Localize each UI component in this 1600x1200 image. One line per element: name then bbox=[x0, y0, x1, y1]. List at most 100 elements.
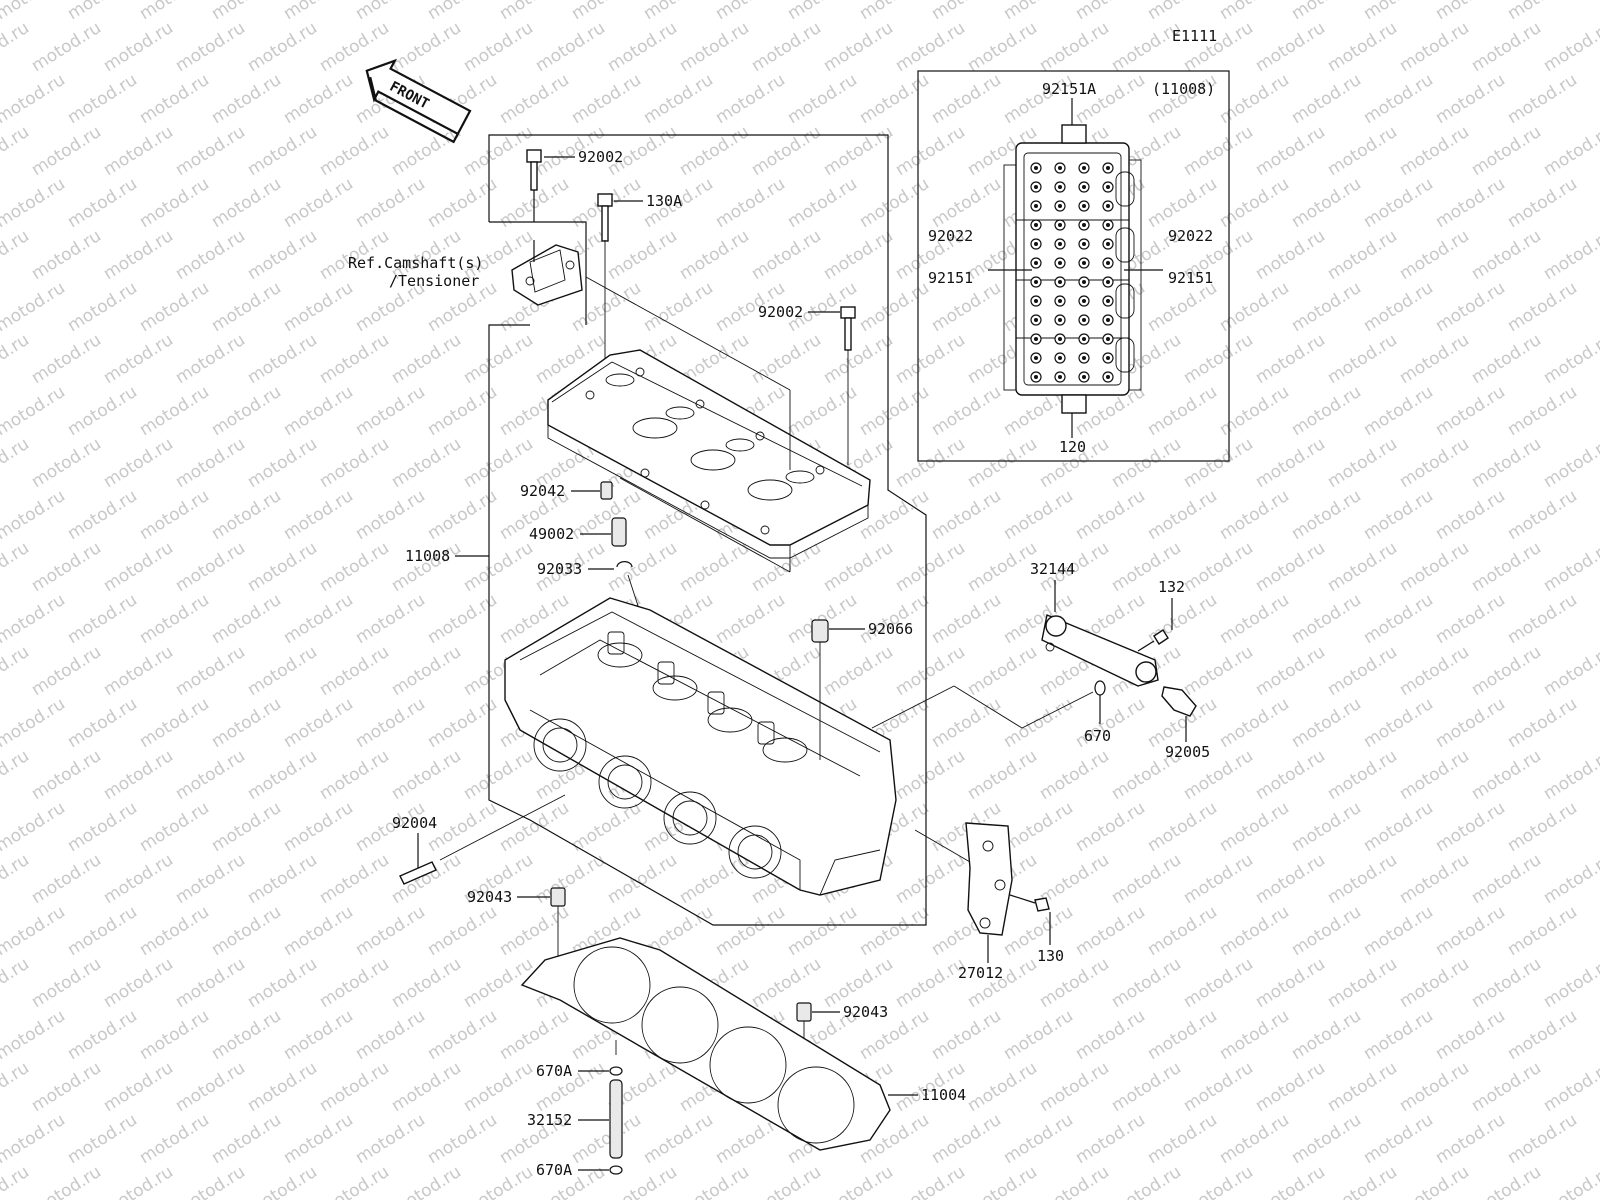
inset-bolt-center bbox=[1058, 318, 1062, 322]
label-92043-right: 92043 bbox=[843, 1003, 888, 1021]
watermark-text: motod.ru bbox=[676, 850, 753, 908]
watermark-text: motod.ru bbox=[1540, 226, 1600, 284]
watermark-text: motod.ru bbox=[1180, 850, 1257, 908]
watermark-text: motod.ru bbox=[496, 1006, 573, 1064]
watermark-text: motod.ru bbox=[1216, 590, 1293, 648]
watermark-text: motod.ru bbox=[1360, 278, 1437, 336]
watermark-text: motod.ru bbox=[1180, 1058, 1257, 1116]
camshaft-holder-ref bbox=[511, 244, 583, 306]
watermark-text: motod.ru bbox=[1144, 798, 1221, 856]
assembly-outline bbox=[488, 134, 927, 926]
watermark-text: motod.ru bbox=[244, 1162, 321, 1200]
watermark-text: motod.ru bbox=[1036, 850, 1113, 908]
watermark-text: motod.ru bbox=[28, 122, 105, 180]
watermark-text: motod.ru bbox=[244, 746, 321, 804]
watermark-text: motod.ru bbox=[352, 694, 429, 752]
watermark-text: motod.ru bbox=[0, 382, 69, 440]
watermark-text: motod.ru bbox=[820, 1162, 897, 1200]
watermark-text: motod.ru bbox=[316, 434, 393, 492]
watermark-text: motod.ru bbox=[0, 1110, 69, 1168]
watermark-text: motod.ru bbox=[1396, 1058, 1473, 1116]
label-92002-right: 92002 bbox=[758, 303, 803, 321]
watermark-text: motod.ru bbox=[1288, 1110, 1365, 1168]
watermark-text: motod.ru bbox=[928, 1110, 1005, 1168]
cylinder-head-inset: 92151A (11008) 92022 92151 92022 92151 1… bbox=[917, 70, 1230, 462]
watermark-text: motod.ru bbox=[1288, 590, 1365, 648]
inset-bolt-center bbox=[1082, 242, 1086, 246]
watermark-text: motod.ru bbox=[64, 694, 141, 752]
watermark-text: motod.ru bbox=[784, 382, 861, 440]
watermark-text: motod.ru bbox=[136, 1006, 213, 1064]
watermark-text: motod.ru bbox=[964, 18, 1041, 76]
watermark-text: motod.ru bbox=[1540, 538, 1600, 596]
watermark-text: motod.ru bbox=[172, 434, 249, 492]
watermark-text: motod.ru bbox=[64, 70, 141, 128]
watermark-text: motod.ru bbox=[1396, 1162, 1473, 1200]
watermark-text: motod.ru bbox=[1252, 122, 1329, 180]
watermark-text: motod.ru bbox=[136, 486, 213, 544]
watermark-text: motod.ru bbox=[1252, 1162, 1329, 1200]
pipe-32144 bbox=[1041, 580, 1159, 687]
label-92151A: 92151A bbox=[1042, 80, 1096, 98]
watermark-text: motod.ru bbox=[1504, 0, 1581, 24]
watermark-text: motod.ru bbox=[352, 382, 429, 440]
watermark-text: motod.ru bbox=[388, 434, 465, 492]
watermark-text: motod.ru bbox=[1108, 1058, 1185, 1116]
watermark-text: motod.ru bbox=[1468, 226, 1545, 284]
inset-bolt-center bbox=[1082, 223, 1086, 227]
watermark-text: motod.ru bbox=[0, 122, 33, 180]
watermark-text: motod.ru bbox=[28, 330, 105, 388]
watermark-text: motod.ru bbox=[1252, 642, 1329, 700]
inset-bolt-center bbox=[1106, 166, 1110, 170]
inset-bolt-center bbox=[1082, 280, 1086, 284]
label-92004: 92004 bbox=[392, 814, 437, 832]
label-92033: 92033 bbox=[537, 560, 582, 578]
watermark-text: motod.ru bbox=[1216, 70, 1293, 128]
inset-bolt-pattern bbox=[1030, 162, 1114, 383]
watermark-text: motod.ru bbox=[0, 486, 69, 544]
watermark-text: motod.ru bbox=[136, 902, 213, 960]
watermark-text: motod.ru bbox=[316, 538, 393, 596]
watermark-text: motod.ru bbox=[1144, 902, 1221, 960]
inset-bolt-center bbox=[1034, 223, 1038, 227]
watermark-text: motod.ru bbox=[1540, 954, 1600, 1012]
watermark-text: motod.ru bbox=[28, 226, 105, 284]
oring-670A-lower bbox=[578, 1165, 623, 1175]
watermark-text: motod.ru bbox=[676, 1162, 753, 1200]
watermark-text: motod.ru bbox=[820, 642, 897, 700]
watermark-text: motod.ru bbox=[172, 642, 249, 700]
watermark-text: motod.ru bbox=[928, 1006, 1005, 1064]
watermark-text: motod.ru bbox=[1216, 382, 1293, 440]
watermark-text: motod.ru bbox=[1180, 1162, 1257, 1200]
watermark-text: motod.ru bbox=[1468, 434, 1545, 492]
watermark-text: motod.ru bbox=[1468, 1162, 1545, 1200]
watermark-text: motod.ru bbox=[316, 746, 393, 804]
watermark-text: motod.ru bbox=[0, 590, 69, 648]
inset-bolt-center bbox=[1106, 185, 1110, 189]
watermark-text: motod.ru bbox=[1252, 746, 1329, 804]
watermark-text: motod.ru bbox=[964, 1058, 1041, 1116]
watermark-text: motod.ru bbox=[1144, 1006, 1221, 1064]
watermark-text: motod.ru bbox=[28, 18, 105, 76]
watermark-text: motod.ru bbox=[280, 486, 357, 544]
watermark-text: motod.ru bbox=[1252, 850, 1329, 908]
dowel-92043-left bbox=[517, 887, 566, 960]
watermark-text: motod.ru bbox=[1468, 642, 1545, 700]
label-120: 120 bbox=[1059, 438, 1086, 456]
inset-bolt-center bbox=[1058, 223, 1062, 227]
watermark-text: motod.ru bbox=[1216, 694, 1293, 752]
inset-bolt-center bbox=[1082, 166, 1086, 170]
watermark-text: motod.ru bbox=[1072, 798, 1149, 856]
watermark-text: motod.ru bbox=[1000, 1006, 1077, 1064]
inset-bolt-center bbox=[1058, 204, 1062, 208]
watermark-text: motod.ru bbox=[496, 70, 573, 128]
watermark-text: motod.ru bbox=[0, 1058, 33, 1116]
watermark-text: motod.ru bbox=[100, 642, 177, 700]
watermark-text: motod.ru bbox=[1468, 954, 1545, 1012]
watermark-text: motod.ru bbox=[1432, 486, 1509, 544]
watermark-text: motod.ru bbox=[1540, 18, 1600, 76]
watermark-text: motod.ru bbox=[352, 174, 429, 232]
watermark-text: motod.ru bbox=[424, 1006, 501, 1064]
watermark-text: motod.ru bbox=[748, 122, 825, 180]
watermark-text: motod.ru bbox=[280, 70, 357, 128]
